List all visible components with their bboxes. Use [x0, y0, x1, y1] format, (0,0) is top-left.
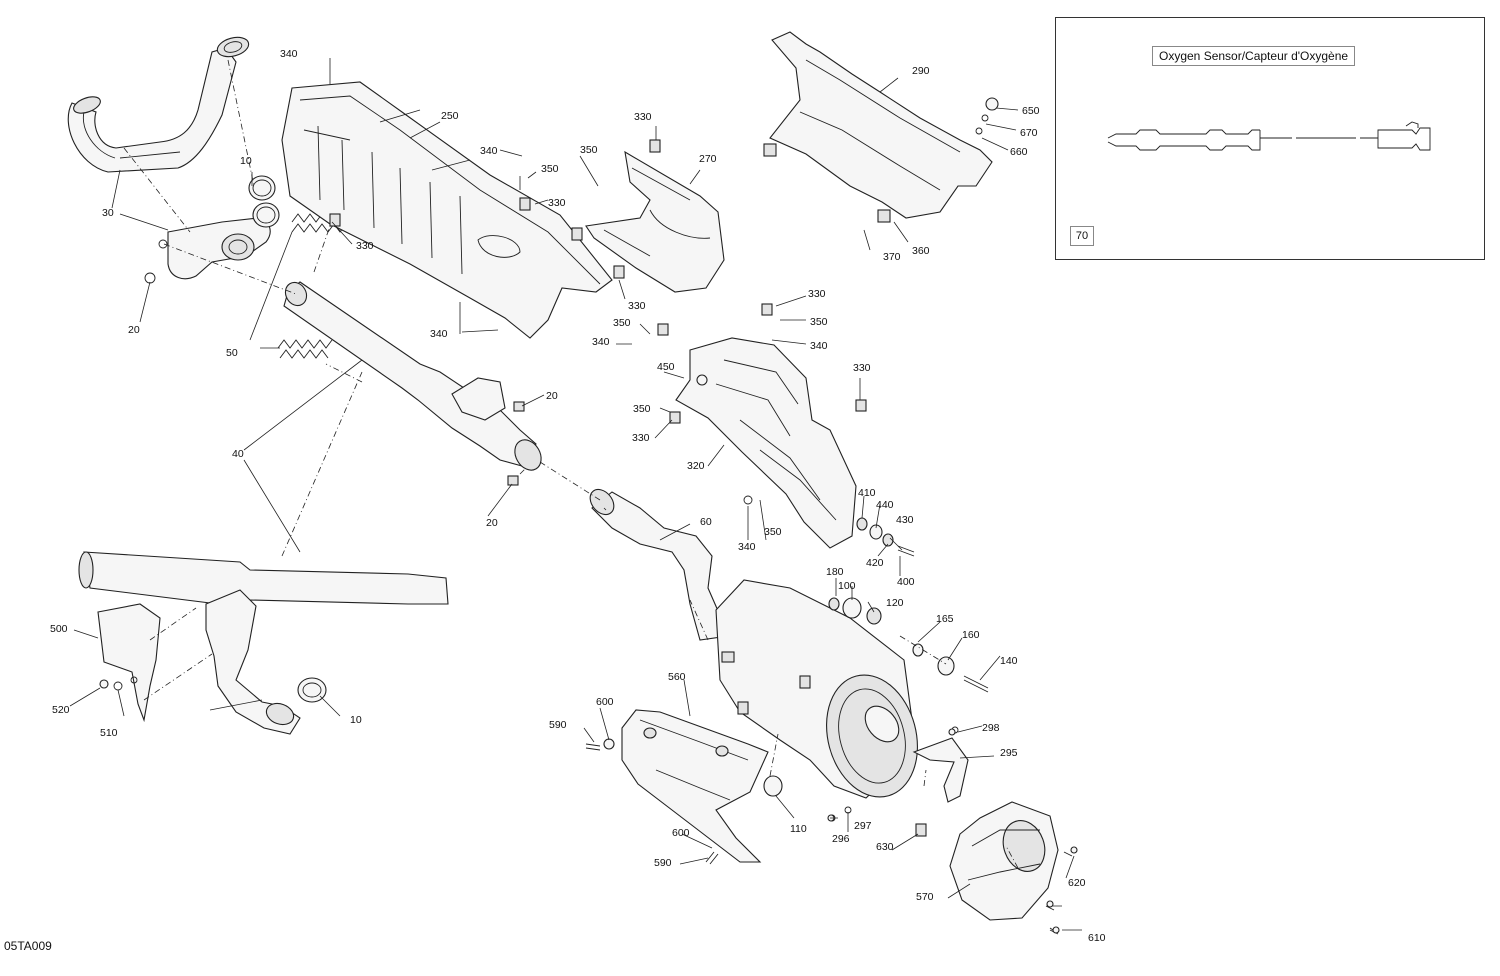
callout-430: 430 [896, 514, 914, 526]
header-pipe-part [67, 36, 250, 173]
callout-10-b: 10 [350, 714, 362, 726]
muffler-part [715, 579, 918, 799]
callout-40: 40 [232, 448, 244, 460]
callout-330-b: 330 [548, 197, 566, 209]
callout-560: 560 [668, 671, 686, 683]
callout-590-a: 590 [549, 719, 567, 731]
callout-100: 100 [838, 580, 856, 592]
callout-350-b: 350 [580, 144, 598, 156]
callout-165: 165 [936, 613, 954, 625]
callout-330-f: 330 [853, 362, 871, 374]
callout-10-a: 10 [240, 155, 252, 167]
callout-250: 250 [441, 110, 459, 122]
callout-330-d: 330 [628, 300, 646, 312]
callout-600-b: 600 [672, 827, 690, 839]
heat-shield-270-part [329, 139, 725, 293]
callout-360: 360 [912, 245, 930, 257]
callout-420: 420 [866, 557, 884, 569]
callout-330-e: 330 [808, 288, 826, 300]
middle-pipe-part [283, 281, 542, 486]
inset-title: Oxygen Sensor/Capteur d'Oxygène [1152, 46, 1356, 66]
leader-lines [69, 58, 1082, 931]
callout-510: 510 [100, 727, 118, 739]
callout-350-d: 350 [810, 316, 828, 328]
callout-296: 296 [832, 833, 850, 845]
callout-320: 320 [687, 460, 705, 472]
callout-340-f: 340 [738, 541, 756, 553]
callout-297: 297 [854, 820, 872, 832]
heat-shield-part [281, 81, 613, 339]
callout-670: 670 [1020, 127, 1038, 139]
callout-350-f: 350 [764, 526, 782, 538]
callout-60: 60 [700, 516, 712, 528]
callout-298: 298 [982, 722, 1000, 734]
callout-440: 440 [876, 499, 894, 511]
heat-shield-290-part [763, 31, 999, 223]
callout-410: 410 [858, 487, 876, 499]
oxygen-sensor-inset: Oxygen Sensor/Capteur d'Oxygène 70 [1055, 17, 1485, 260]
callout-340-a: 340 [280, 48, 298, 60]
callout-340-d: 340 [592, 336, 610, 348]
callout-340-b: 340 [480, 145, 498, 157]
callout-650: 650 [1022, 105, 1040, 117]
gasket-part [248, 175, 280, 228]
callout-270: 270 [699, 153, 717, 165]
tail-pipe-part [589, 488, 729, 641]
callout-660: 660 [1010, 146, 1028, 158]
callout-610: 610 [1088, 932, 1106, 944]
callout-330-c: 330 [356, 240, 374, 252]
end-cap-570-part [828, 726, 1059, 921]
hardware-400-series [743, 495, 915, 557]
callout-110: 110 [790, 823, 807, 835]
callout-590-b: 590 [654, 857, 672, 869]
callout-520: 520 [52, 704, 70, 716]
callout-180: 180 [826, 566, 844, 578]
callout-400: 400 [897, 576, 915, 588]
callout-620: 620 [1068, 877, 1086, 889]
callout-labels: 10 10 20 20 20 30 40 50 60 100 110 120 1… [50, 48, 1106, 944]
callout-30: 30 [102, 207, 114, 219]
callout-330-a: 330 [634, 111, 652, 123]
callout-20-c: 20 [486, 517, 498, 529]
callout-450: 450 [657, 361, 675, 373]
diagram-code: 05TA009 [4, 939, 52, 953]
callout-350-a: 350 [541, 163, 559, 175]
exhaust-flange-part [144, 217, 271, 284]
callout-340-e: 340 [810, 340, 828, 352]
callout-120: 120 [886, 597, 904, 609]
heat-shield-320-part [657, 303, 867, 549]
callout-140: 140 [1000, 655, 1018, 667]
muffler-mount-hardware [763, 597, 989, 797]
muffler-guard-560-part [621, 709, 769, 863]
callout-500: 500 [50, 623, 68, 635]
callout-570: 570 [916, 891, 934, 903]
callout-20-b: 20 [546, 390, 558, 402]
callout-330-g: 330 [632, 432, 650, 444]
callout-50: 50 [226, 347, 238, 359]
callout-600-a: 600 [596, 696, 614, 708]
inset-part-number: 70 [1070, 226, 1094, 246]
callout-340-c: 340 [430, 328, 448, 340]
callout-20-a: 20 [128, 324, 140, 336]
callout-350-c: 350 [613, 317, 631, 329]
callout-160: 160 [962, 629, 980, 641]
callout-295: 295 [1000, 747, 1018, 759]
callout-370: 370 [883, 251, 901, 263]
lower-pipe-assembly [78, 551, 449, 735]
fasteners-590-600 [585, 728, 1078, 935]
callout-350-e: 350 [633, 403, 651, 415]
oxygen-sensor-drawing [1107, 121, 1431, 151]
callout-290: 290 [912, 65, 930, 77]
callout-630: 630 [876, 841, 894, 853]
